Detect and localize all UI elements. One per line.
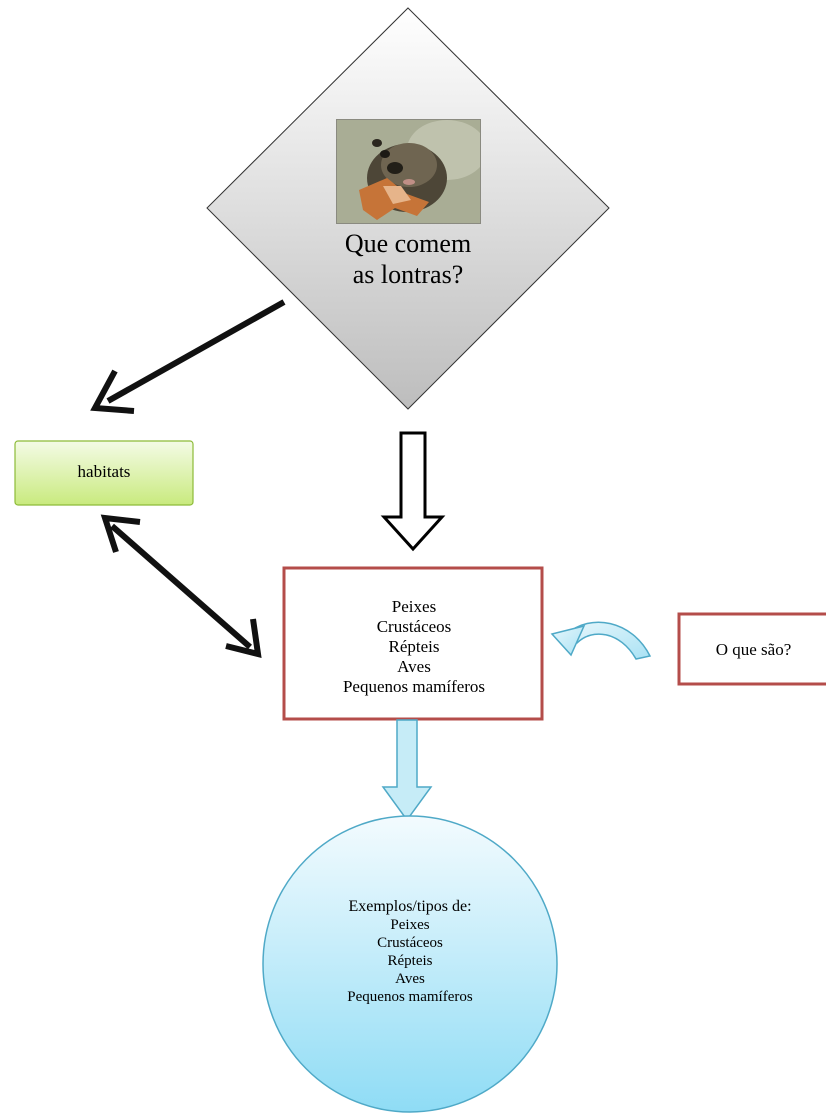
otter-photo bbox=[336, 119, 481, 224]
food-item: Pequenos mamíferos bbox=[342, 677, 486, 696]
food-item: Répteis bbox=[388, 637, 440, 656]
example-item: Crustáceos bbox=[377, 935, 443, 951]
curved-arrow-what-to-food bbox=[550, 621, 652, 660]
double-arrow-habitats-food bbox=[100, 514, 262, 658]
question-title: Que comem as lontras? bbox=[318, 228, 498, 290]
arrow-food-to-examples bbox=[381, 719, 433, 822]
what-box bbox=[677, 612, 826, 686]
food-box bbox=[282, 566, 544, 721]
food-item: Peixes bbox=[391, 597, 437, 616]
food-list: Peixes Crustáceos Répteis Aves Pequenos … bbox=[286, 597, 542, 697]
example-item: Peixes bbox=[390, 917, 430, 933]
habitats-box bbox=[14, 440, 194, 506]
example-item: Pequenos mamíferos bbox=[347, 989, 473, 1005]
example-item: Répteis bbox=[387, 953, 433, 969]
what-label: O que são? bbox=[715, 640, 792, 659]
question-line-1: Que comem bbox=[344, 229, 472, 258]
example-item: Aves bbox=[395, 971, 425, 987]
examples-title: Exemplos/tipos de: bbox=[348, 898, 472, 915]
food-item: Aves bbox=[397, 657, 431, 676]
examples-oval bbox=[262, 815, 558, 1113]
arrow-diamond-to-food bbox=[380, 431, 446, 552]
arrow-diamond-to-habitats bbox=[90, 299, 286, 414]
habitats-label: habitats bbox=[77, 462, 131, 481]
otter-icon bbox=[337, 120, 480, 223]
food-item: Crustáceos bbox=[376, 617, 452, 636]
question-line-2: as lontras? bbox=[352, 260, 464, 289]
examples-list: Exemplos/tipos de: Peixes Crustáceos Rép… bbox=[300, 898, 520, 1006]
